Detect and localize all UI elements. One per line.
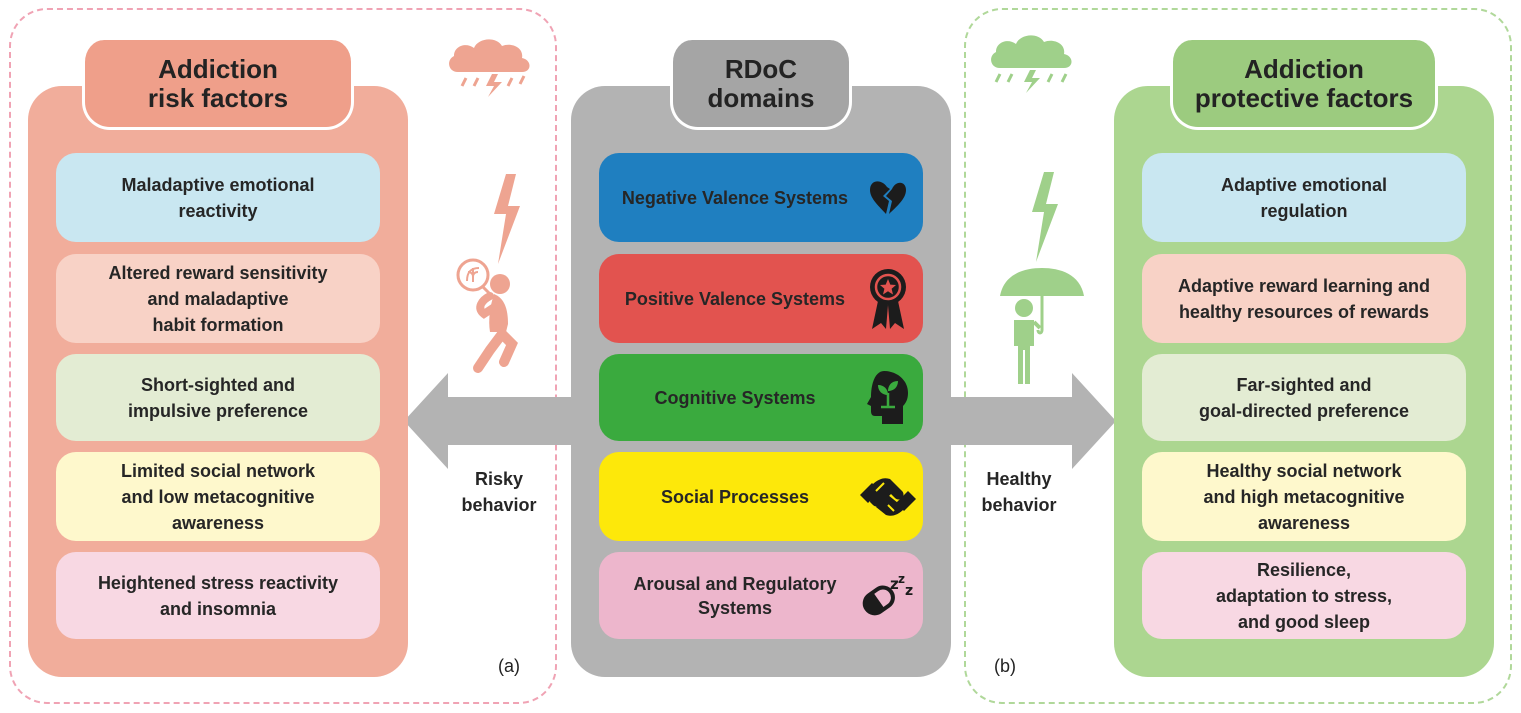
svg-text:z: z	[890, 575, 899, 593]
risk-factor-box-emotional: Maladaptive emotional reactivity	[56, 153, 380, 242]
svg-text:z: z	[898, 572, 905, 586]
distressed-person-icon	[456, 258, 518, 373]
lightning-bolt-icon	[494, 174, 520, 264]
panel-label-a: (a)	[498, 656, 520, 676]
protective-panel-frame	[964, 8, 1512, 704]
lightning-bolt-icon	[1032, 172, 1058, 262]
umbrella-person-icon	[1000, 268, 1084, 384]
panel-label-b: (b)	[994, 656, 1016, 676]
risk-factor-box-stress: Heightened stress reactivity and insomni…	[56, 552, 380, 639]
rdoc-domains-title: RDoC domains	[707, 53, 815, 113]
risk-factors-title: Addiction risk factors	[147, 53, 289, 113]
risk-factor-box-preference: Short-sighted and impulsive preference	[56, 354, 380, 441]
handshake-icon	[853, 467, 923, 527]
protective-factor-box-emotional: Adaptive emotional regulation	[1142, 153, 1466, 242]
risk-panel-frame	[9, 8, 557, 704]
healthy-arrow	[938, 373, 1116, 469]
risk-factors-header: Addiction risk factors	[82, 40, 354, 130]
domain-negative-valence: Negative Valence Systems	[599, 153, 923, 242]
domain-social: Social Processes	[599, 452, 923, 541]
healthy-behavior-label: Healthy behavior	[981, 469, 1057, 515]
protective-factor-box-stress: Resilience, adaptation to stress, and go…	[1142, 552, 1466, 639]
protective-factors-header: Addiction protective factors	[1170, 40, 1438, 130]
award-ribbon-icon	[853, 268, 923, 329]
broken-heart-icon	[853, 168, 923, 228]
protective-factor-box-preference: Far-sighted and goal-directed preference	[1142, 354, 1466, 441]
storm-cloud-icon	[449, 39, 530, 97]
svg-text:z: z	[905, 583, 913, 599]
protective-factor-box-reward: Adaptive reward learning and healthy res…	[1142, 254, 1466, 343]
risky-behavior-label: Risky behavior	[461, 469, 537, 515]
risky-arrow	[404, 373, 584, 469]
risk-factor-box-reward: Altered reward sensitivity and maladapti…	[56, 254, 380, 343]
rdoc-domains-header: RDoC domains	[670, 40, 852, 130]
domain-cognitive: Cognitive Systems	[599, 354, 923, 441]
domain-positive-valence: Positive Valence Systems	[599, 254, 923, 343]
sleep-pill-icon: z z z	[853, 566, 923, 626]
protective-factor-box-social: Healthy social network and high metacogn…	[1142, 452, 1466, 541]
protective-factors-title: Addiction protective factors	[1194, 53, 1414, 113]
rain-cloud-icon	[991, 35, 1072, 93]
domain-arousal: Arousal and Regulatory Systems z z z	[599, 552, 923, 639]
risk-factor-box-social: Limited social network and low metacogni…	[56, 452, 380, 541]
head-sprout-icon	[853, 368, 923, 428]
